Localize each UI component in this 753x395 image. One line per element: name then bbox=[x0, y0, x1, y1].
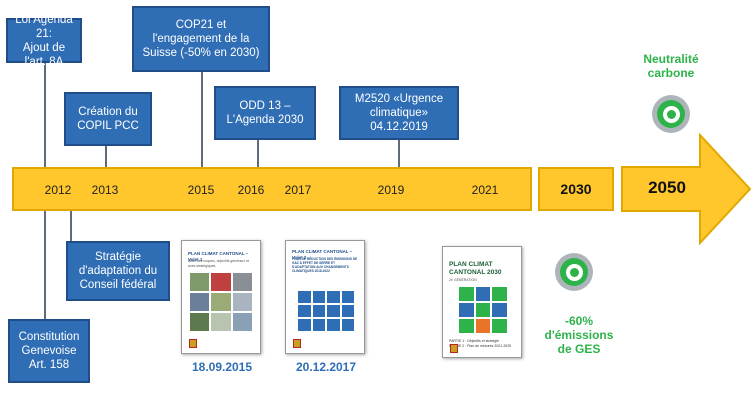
connector bbox=[201, 72, 203, 167]
year-label: 2012 bbox=[44, 183, 72, 197]
icon-grid bbox=[459, 287, 507, 333]
timeline-arrow-2050 bbox=[621, 133, 752, 245]
document-title: PLAN CLIMAT CANTONAL – Volet 1 bbox=[188, 251, 249, 262]
connector bbox=[44, 211, 46, 319]
event-box-constitution: Constitution Genevoise Art. 158 bbox=[8, 319, 90, 383]
document-title: PLAN CLIMAT CANTONAL 2030 bbox=[449, 261, 502, 276]
event-box-loi-agenda21: Loi Agenda 21: Ajout de l'art. 8A bbox=[6, 14, 82, 68]
document-note: PARTIE 1 : Objectifs et stratégie PARTIE… bbox=[449, 339, 512, 348]
connector bbox=[398, 140, 400, 167]
photo-grid bbox=[190, 273, 252, 331]
milestone-2030: 2030 bbox=[560, 181, 592, 197]
document-date: 20.12.2017 bbox=[295, 360, 357, 374]
target-icon bbox=[652, 95, 690, 133]
year-label: 2015 bbox=[187, 183, 215, 197]
year-label: 2013 bbox=[91, 183, 119, 197]
geneva-logo-icon bbox=[293, 339, 301, 348]
year-label: 2016 bbox=[237, 183, 265, 197]
event-box-cop21: COP21 et l'engagement de la Suisse (-50%… bbox=[132, 6, 270, 72]
geneva-logo-icon bbox=[189, 339, 197, 348]
event-box-strategie: Stratégie d'adaptation du Conseil fédéra… bbox=[66, 241, 170, 301]
document-subtitle: 2e GÉNÉRATION bbox=[449, 278, 477, 282]
year-label: 2019 bbox=[377, 183, 405, 197]
icon-grid bbox=[298, 291, 354, 331]
event-box-urgence: M2520 «Urgence climatique» 04.12.2019 bbox=[339, 86, 459, 140]
event-box-odd13: ODD 13 – L'Agenda 2030 bbox=[214, 86, 316, 140]
milestone-2050: 2050 bbox=[648, 178, 686, 197]
document-title: PLAN CLIMAT CANTONAL – Volet 2 bbox=[292, 249, 353, 260]
timeline-band-2030 bbox=[538, 167, 614, 211]
timeline-band bbox=[12, 167, 532, 211]
document-subtitle: PLAN DE RÉDUCTION DES ÉMISSIONS DE GAZ À… bbox=[292, 257, 358, 273]
goal-ges-reduction: -60% d'émissions de GES bbox=[544, 314, 614, 356]
connector bbox=[70, 211, 72, 241]
document-plan-climat-volet2: PLAN CLIMAT CANTONAL – Volet 2 PLAN DE R… bbox=[285, 240, 365, 354]
document-plan-climat-volet1: PLAN CLIMAT CANTONAL – Volet 1 Bilan des… bbox=[181, 240, 261, 354]
target-icon bbox=[555, 253, 593, 291]
geneva-logo-icon bbox=[450, 344, 458, 353]
year-label: 2021 bbox=[471, 183, 499, 197]
year-label: 2017 bbox=[284, 183, 312, 197]
document-subtitle: Bilan des risques, objectifs généraux et… bbox=[188, 259, 249, 268]
document-plan-climat-2030: PLAN CLIMAT CANTONAL 2030 2e GÉNÉRATION … bbox=[442, 246, 522, 358]
connector bbox=[257, 140, 259, 167]
document-date: 18.09.2015 bbox=[191, 360, 253, 374]
connector bbox=[105, 145, 107, 167]
connector bbox=[44, 63, 46, 167]
event-box-copil: Création du COPIL PCC bbox=[64, 92, 152, 146]
goal-carbon-neutrality: Neutralité carbone bbox=[643, 52, 699, 80]
